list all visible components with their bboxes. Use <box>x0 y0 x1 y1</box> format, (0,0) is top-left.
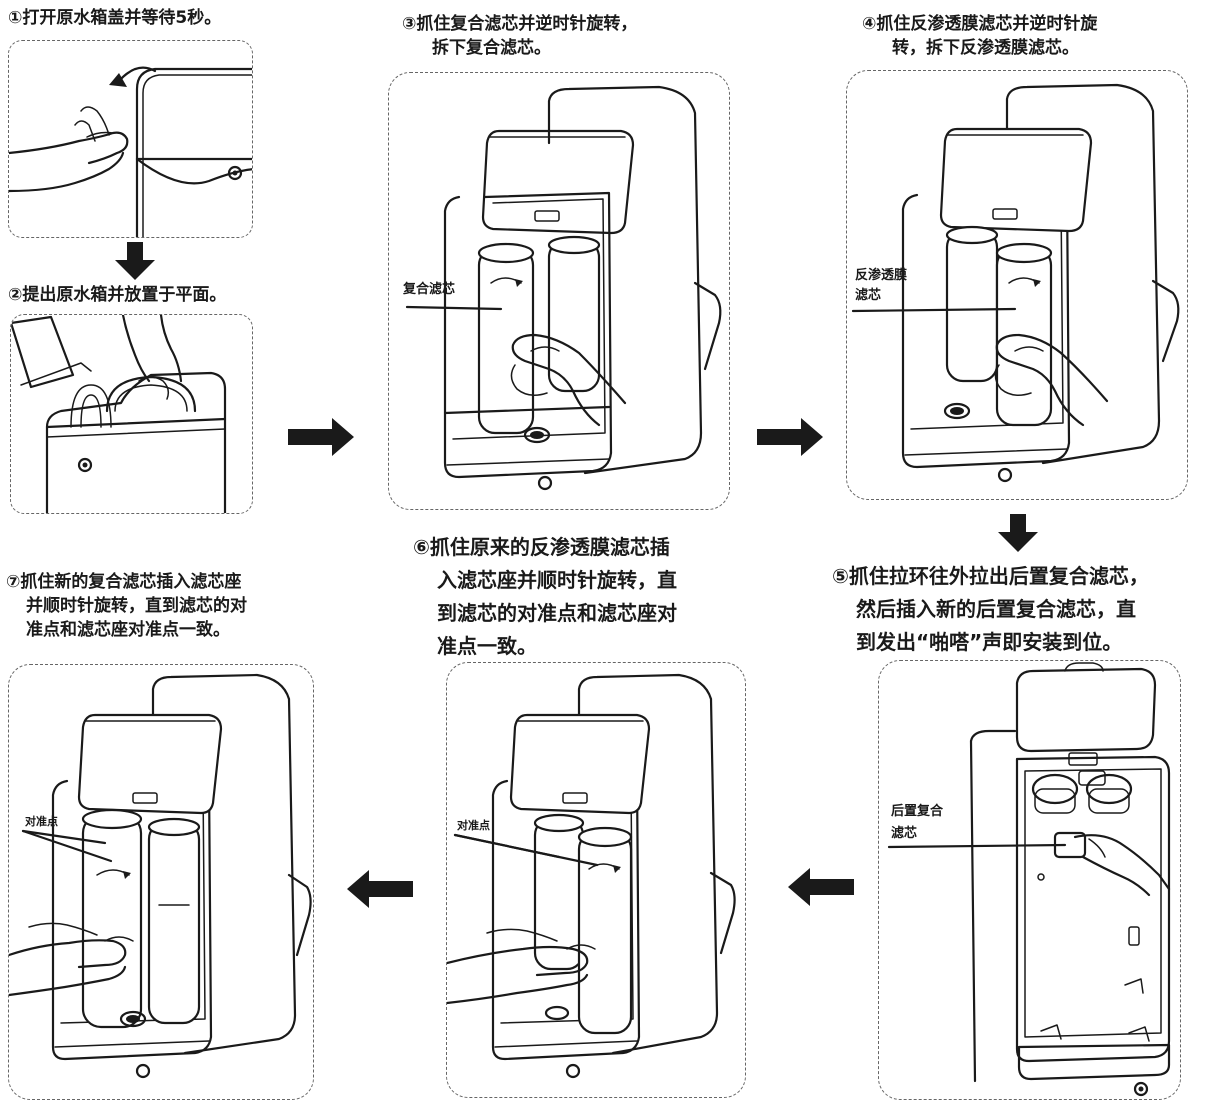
step-3-cartridge-label: 复合滤芯 <box>402 281 455 297</box>
step-5-caption: ⑤抓住拉环往外拉出后置复合滤芯， 然后插入新的后置复合滤芯，直 到发出“啪嗒”声… <box>832 560 1149 659</box>
step-4-caption-line-1: ④抓住反渗透膜滤芯并逆时针旋 <box>862 14 1098 34</box>
step-4-caption: ④抓住反渗透膜滤芯并逆时针旋 转，拆下反渗透膜滤芯。 <box>862 12 1097 60</box>
step-5-drawing: 后置复合 滤芯 <box>887 662 1171 1097</box>
step-7-caption-line-3: 准点和滤芯座对准点一致。 <box>26 620 230 640</box>
step-2-illustration <box>10 314 253 514</box>
step-5-caption-line-1: ⑤抓住拉环往外拉出后置复合滤芯， <box>832 564 1149 588</box>
step-5-caption-line-2: 然后插入新的后置复合滤芯，直 <box>856 597 1136 621</box>
step-7-illustration: 对准点 <box>8 664 314 1100</box>
step-2-drawing <box>11 315 227 513</box>
step-7-drawing: 对准点 <box>9 673 312 1079</box>
right-arrow-icon <box>288 418 356 460</box>
step-7-caption: ⑦抓住新的复合滤芯插入滤芯座 并顺时针旋转，直到滤芯的对 准点和滤芯座对准点一致… <box>6 570 247 642</box>
step-6-caption-line-1: ⑥抓住原来的反渗透膜滤芯插 <box>413 535 670 559</box>
step-7-caption-line-2: 并顺时针旋转，直到滤芯的对 <box>26 596 247 616</box>
step-6-alignment-label: 对准点 <box>457 818 490 832</box>
step-5-caption-line-3: 到发出“啪嗒”声即安装到位。 <box>856 630 1123 654</box>
step-5-filter-label-2: 滤芯 <box>891 825 917 841</box>
step-1-illustration <box>8 40 253 238</box>
left-arrow-icon <box>786 868 854 910</box>
step-4-cartridge-label-1: 反渗透膜 <box>855 267 907 283</box>
down-arrow-icon <box>113 242 157 286</box>
step-4-caption-line-2: 转，拆下反渗透膜滤芯。 <box>892 38 1079 58</box>
step-6-caption: ⑥抓住原来的反渗透膜滤芯插 入滤芯座并顺时针旋转，直 到滤芯的对准点和滤芯座对 … <box>413 531 677 663</box>
step-6-caption-line-4: 准点一致。 <box>437 634 537 658</box>
down-arrow-icon <box>998 514 1038 558</box>
step-6-drawing: 对准点 <box>447 673 736 1079</box>
step-4-cartridge-label-2: 滤芯 <box>855 287 881 303</box>
step-3-caption: ③抓住复合滤芯并逆时针旋转， 拆下复合滤芯。 <box>402 12 637 60</box>
step-1-caption: ①打开原水箱盖并等待5秒。 <box>8 6 221 30</box>
step-3-caption-line-2: 拆下复合滤芯。 <box>432 38 551 58</box>
step-1-drawing <box>9 66 252 237</box>
step-3-drawing: 复合滤芯 <box>402 85 722 491</box>
step-3-caption-line-1: ③抓住复合滤芯并逆时针旋转， <box>402 14 638 34</box>
step-4-illustration: 反渗透膜 滤芯 <box>846 70 1188 500</box>
step-4-drawing: 反渗透膜 滤芯 <box>851 83 1180 483</box>
step-2-caption: ②提出原水箱并放置于平面。 <box>8 283 226 307</box>
step-2-caption-line: ②提出原水箱并放置于平面。 <box>8 285 227 305</box>
step-7-alignment-label: 对准点 <box>25 814 58 828</box>
step-6-caption-line-3: 到滤芯的对准点和滤芯座对 <box>437 601 677 625</box>
step-7-caption-line-1: ⑦抓住新的复合滤芯插入滤芯座 <box>6 572 242 592</box>
step-6-caption-line-2: 入滤芯座并顺时针旋转，直 <box>437 568 677 592</box>
step-6-illustration: 对准点 <box>446 662 746 1098</box>
right-arrow-icon <box>757 418 825 460</box>
step-3-illustration: 复合滤芯 <box>388 72 730 510</box>
left-arrow-icon <box>345 870 413 912</box>
step-5-filter-label-1: 后置复合 <box>891 803 944 819</box>
step-1-caption-line: ①打开原水箱盖并等待5秒。 <box>8 8 222 28</box>
step-5-illustration: 后置复合 滤芯 <box>878 660 1181 1100</box>
